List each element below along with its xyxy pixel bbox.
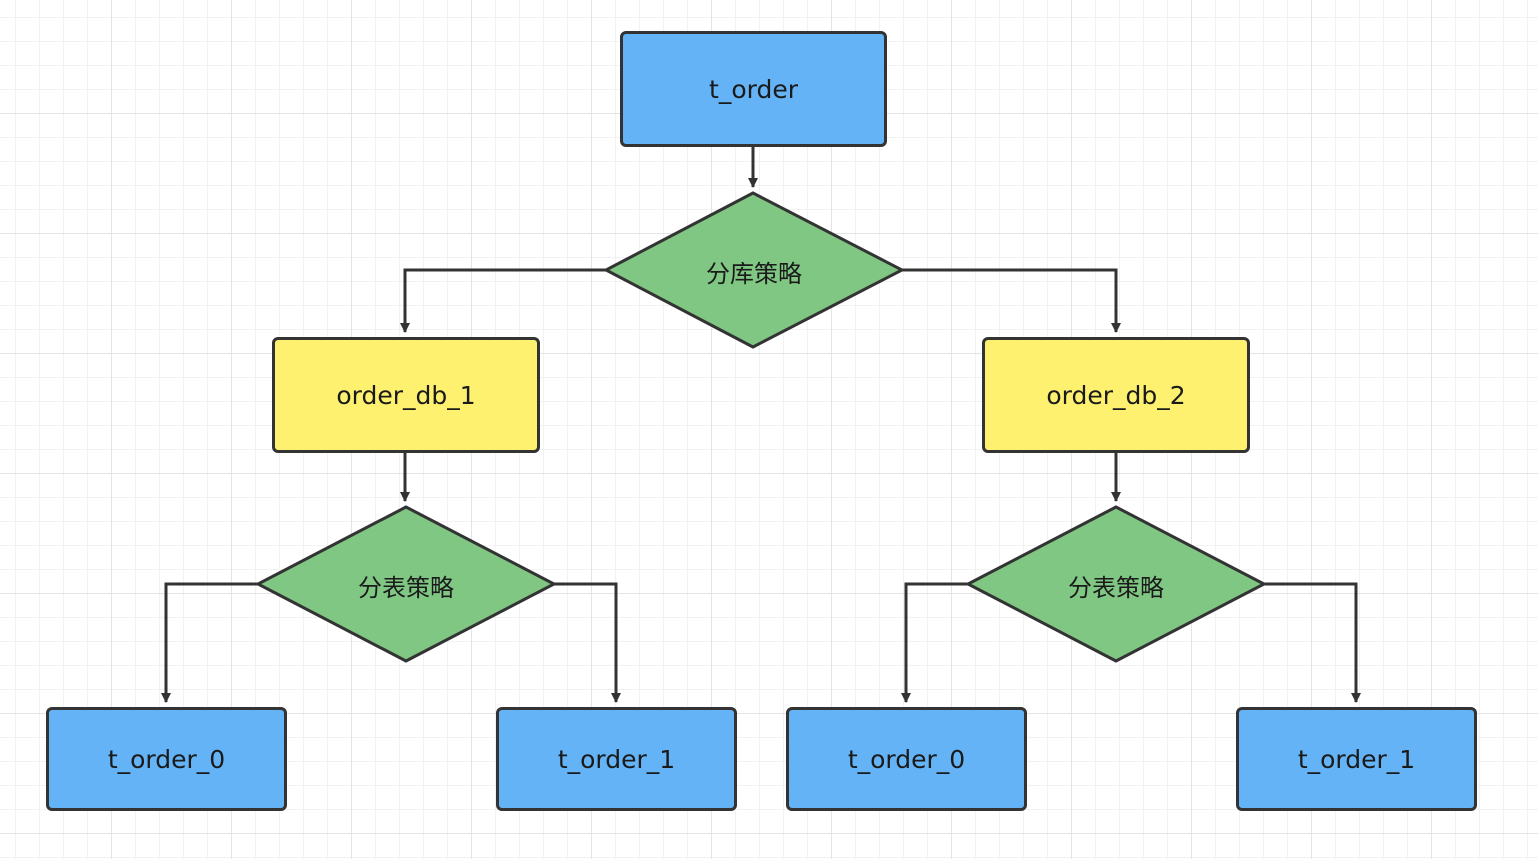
db2-t-order-1-node[interactable]: t_order_1 [1236, 707, 1477, 811]
db2-table-strategy-diamond[interactable] [964, 505, 1268, 663]
order-db-1-node[interactable]: order_db_1 [272, 337, 540, 453]
t-order-node[interactable]: t_order [620, 31, 887, 147]
connector-db1-strategy-to-table-0 [161, 582, 258, 703]
db1-t-order-0-node[interactable]: t_order_0 [46, 707, 287, 811]
connector-db2-strategy-to-table-0 [901, 582, 968, 703]
order-db-1-label: order_db_1 [336, 380, 476, 410]
db1-t-order-1-label: t_order_1 [557, 744, 676, 774]
t-order-label: t_order [709, 74, 798, 104]
db2-t-order-1-label: t_order_1 [1297, 744, 1416, 774]
db1-t-order-1-node[interactable]: t_order_1 [496, 707, 737, 811]
connector-db2-strategy-to-table-1 [1264, 582, 1361, 703]
db-strategy-diamond[interactable] [602, 191, 906, 349]
db2-t-order-0-label: t_order_0 [847, 744, 966, 774]
db1-table-strategy-diamond[interactable] [254, 505, 558, 663]
db1-t-order-0-label: t_order_0 [107, 744, 226, 774]
connector-db-strategy-to-db1 [400, 268, 606, 333]
connector-db-strategy-to-db2 [902, 268, 1121, 333]
connector-db1-strategy-to-table-1 [554, 582, 621, 703]
order-db-2-label: order_db_2 [1046, 380, 1186, 410]
db2-t-order-0-node[interactable]: t_order_0 [786, 707, 1027, 811]
order-db-2-node[interactable]: order_db_2 [982, 337, 1250, 453]
